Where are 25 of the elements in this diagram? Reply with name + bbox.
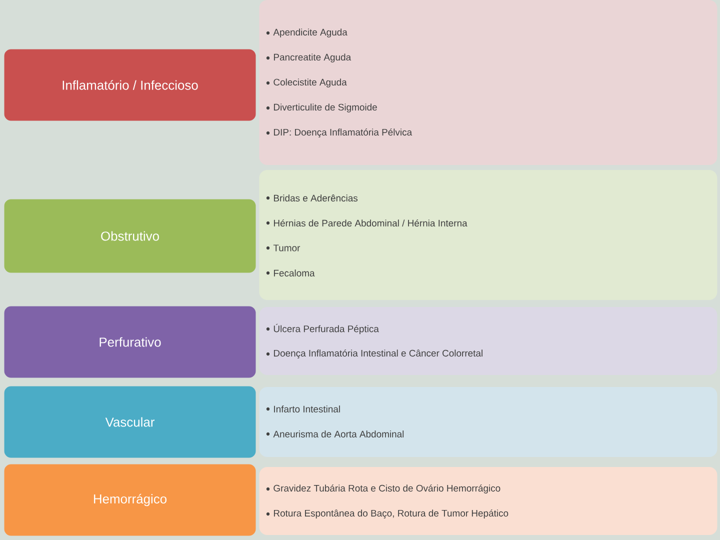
category-box: Obstrutivo xyxy=(4,199,256,273)
list-panel xyxy=(259,387,718,457)
category-box: Vascular xyxy=(4,386,256,458)
bullet-item: Rotura Espontânea do Baço, Rotura de Tumor Hepático xyxy=(274,510,508,518)
list-panel xyxy=(259,0,718,165)
bullet-item: Colecistite Aguda xyxy=(274,78,347,88)
bullet-item: Úlcera Perfurada Péptica xyxy=(274,324,379,334)
bullet-item: Tumor xyxy=(273,244,300,252)
bullet-item: Bridas e Aderências xyxy=(274,194,358,202)
bullet-item: Apendicite Aguda xyxy=(273,28,348,38)
bullet-item: Infarto Intestinal xyxy=(274,406,340,412)
bullet-item: Aneurisma de Aorta Abdominal xyxy=(273,430,404,438)
bullet-item: Hérnias de Parede Abdominal / Hérnia Interna xyxy=(274,219,468,227)
bullet-item: Pancreatite Aguda xyxy=(274,54,352,62)
bullet-item: Fecaloma xyxy=(274,270,315,276)
list-panel xyxy=(259,467,718,535)
category-box: Inflamatório / Infeccioso xyxy=(4,49,256,121)
bullet-item: Diverticulite de Sigmoide xyxy=(274,104,377,112)
list-panel xyxy=(259,307,718,375)
list-panel xyxy=(259,170,718,300)
bullet-item: Gravidez Tubária Rota e Cisto de Ovário Hemorrágico xyxy=(274,484,500,494)
category-box: Perfurativo xyxy=(4,306,256,378)
bullet-item: DIP: Doença Inflamatória Pélvica xyxy=(274,128,412,138)
bullet-item: Doença Inflamatória Intestinal e Câncer Colorretal xyxy=(274,350,482,358)
category-box: Hemorrágico xyxy=(4,464,256,536)
